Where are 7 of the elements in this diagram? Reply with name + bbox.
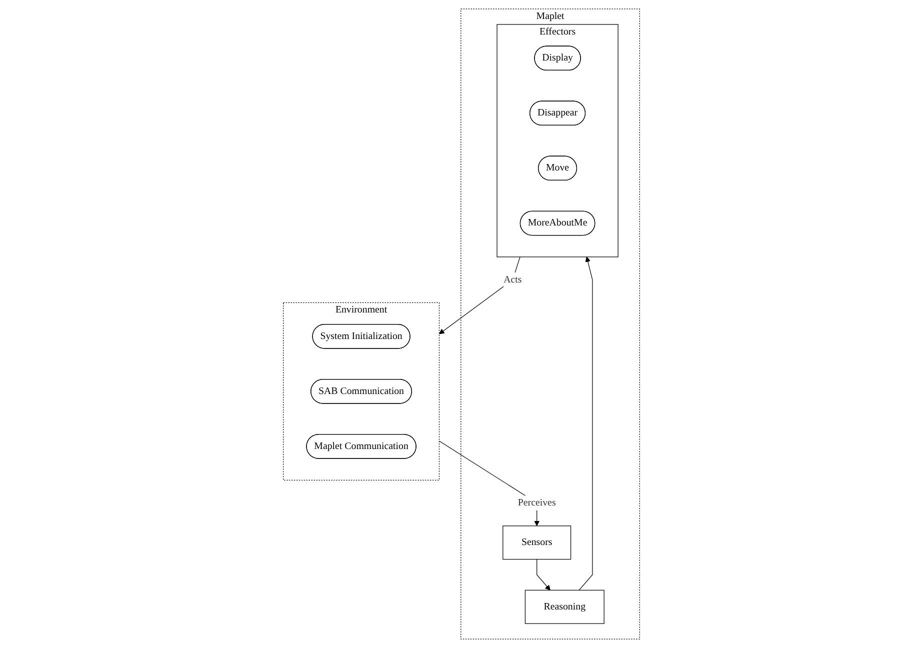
node-box: Sensors: [502, 526, 572, 560]
arrow: [536, 558, 550, 590]
arrow: [438, 256, 520, 334]
arrow: [578, 256, 593, 591]
edge-label: Perceives: [518, 497, 556, 508]
edge-label: Acts: [504, 274, 522, 285]
node-box: Reasoning: [524, 590, 604, 624]
